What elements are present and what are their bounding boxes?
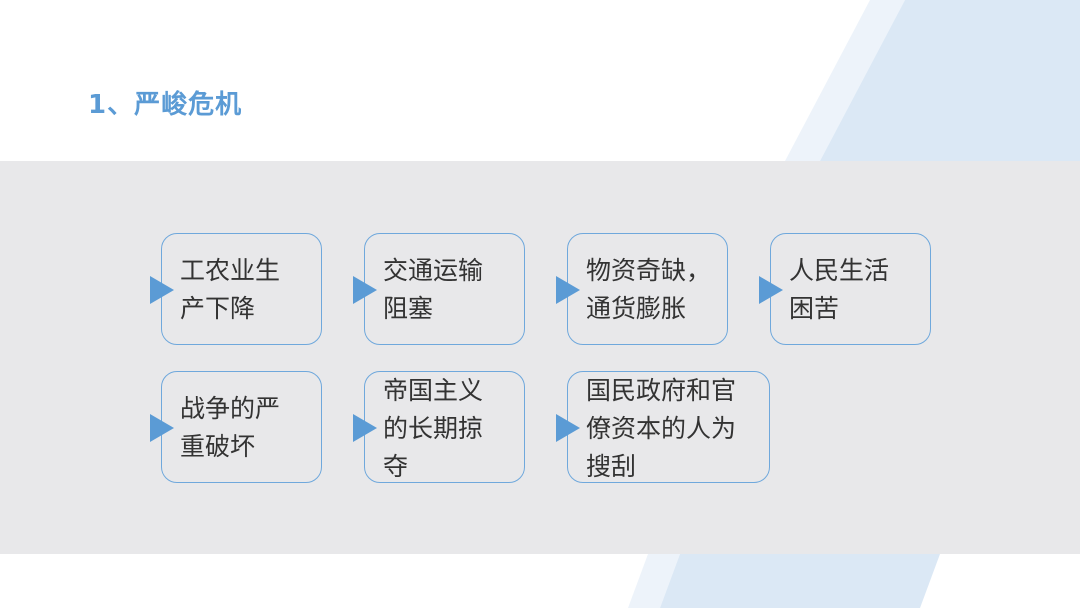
arrow-right-icon (556, 276, 580, 304)
card-industry-decline: 工农业生 产下降 (150, 233, 322, 345)
slide-title: 1、严峻危机 (88, 90, 243, 120)
card-text: 物资奇缺， 通货膨胀 (586, 256, 712, 323)
card-war-destruction: 战争的严 重破坏 (150, 371, 322, 483)
arrow-right-icon (150, 414, 174, 442)
arrow-right-icon (759, 276, 783, 304)
card-imperialism-plunder: 帝国主义 的长期掠 夺 (353, 371, 525, 483)
card-text: 人民生活 困苦 (789, 256, 890, 323)
content-band (0, 161, 1080, 554)
arrow-right-icon (150, 276, 174, 304)
card-government-exploitation: 国民政府和官 僚资本的人为 搜刮 (556, 371, 770, 483)
card-text: 工农业生 产下降 (180, 256, 281, 323)
arrow-right-icon (353, 414, 377, 442)
card-text: 战争的严 重破坏 (180, 394, 281, 461)
arrow-right-icon (353, 276, 377, 304)
card-text: 帝国主义 的长期掠 夺 (383, 376, 484, 481)
card-text: 交通运输 阻塞 (383, 256, 484, 323)
card-people-hardship: 人民生活 困苦 (759, 233, 931, 345)
card-traffic-blocked: 交通运输 阻塞 (353, 233, 525, 345)
card-text: 国民政府和官 僚资本的人为 搜刮 (586, 376, 737, 481)
card-inflation: 物资奇缺， 通货膨胀 (556, 233, 728, 345)
arrow-right-icon (556, 414, 580, 442)
